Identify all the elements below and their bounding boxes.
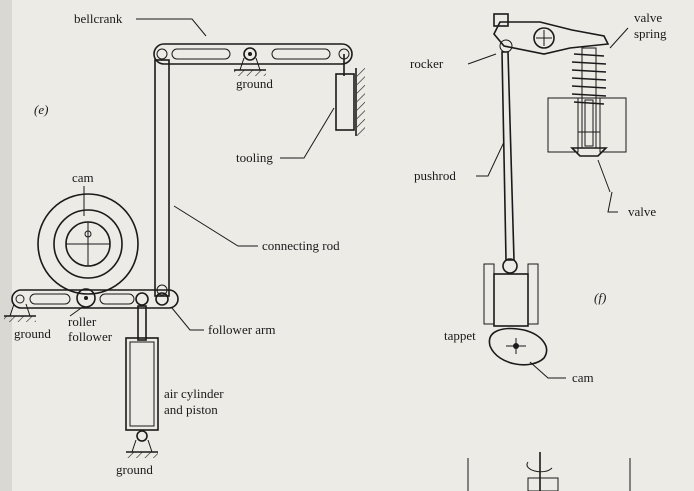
leader-valve-head bbox=[597, 159, 611, 193]
label-cam-right: cam bbox=[572, 370, 594, 385]
label-rocker: rocker bbox=[410, 56, 444, 71]
valve bbox=[570, 99, 608, 157]
cam-right bbox=[488, 327, 548, 366]
leader-rocker bbox=[467, 53, 497, 65]
label-f: (f) bbox=[594, 290, 606, 305]
tappet bbox=[483, 263, 539, 327]
tooling bbox=[335, 54, 365, 136]
label-tooling: tooling bbox=[236, 150, 273, 165]
leader-pushrod bbox=[476, 141, 505, 177]
cam-left bbox=[37, 193, 139, 295]
leader-valve bbox=[607, 191, 618, 213]
label-cam-left: cam bbox=[72, 170, 94, 185]
ground-left bbox=[4, 303, 36, 322]
label-ground-bottom: ground bbox=[116, 462, 153, 477]
label-follower-arm: follower arm bbox=[208, 322, 276, 337]
partial-figure-bottom bbox=[467, 452, 631, 491]
label-e: (e) bbox=[34, 102, 48, 117]
label-valve-spring-1: valve bbox=[634, 10, 662, 25]
label-valve: valve bbox=[628, 204, 656, 219]
label-ground-left: ground bbox=[14, 326, 51, 341]
ground-hatch-top bbox=[234, 70, 266, 76]
rocker bbox=[493, 13, 610, 55]
label-tappet: tappet bbox=[444, 328, 476, 343]
leader-follower-arm bbox=[171, 307, 204, 331]
leader-roller bbox=[69, 305, 85, 317]
leader-cam-right bbox=[529, 361, 566, 379]
label-follower: follower bbox=[68, 329, 113, 344]
leader-tooling bbox=[280, 107, 335, 159]
label-roller: roller bbox=[68, 314, 97, 329]
label-bellcrank: bellcrank bbox=[74, 11, 123, 26]
label-air-cylinder: air cylinder bbox=[164, 386, 224, 401]
label-and-piston: and piston bbox=[164, 402, 218, 417]
bellcrank bbox=[153, 43, 353, 65]
leader-connecting-rod bbox=[173, 205, 258, 247]
leader-valve-spring bbox=[609, 27, 629, 49]
label-connecting-rod: connecting rod bbox=[262, 238, 340, 253]
label-ground-top: ground bbox=[236, 76, 273, 91]
air-cylinder bbox=[125, 305, 159, 458]
follower-arm bbox=[11, 289, 179, 309]
bellcrank-pivot bbox=[234, 47, 266, 76]
leader-bellcrank bbox=[136, 18, 207, 37]
page-shadow bbox=[0, 0, 12, 491]
pushrod bbox=[499, 39, 518, 274]
label-pushrod: pushrod bbox=[414, 168, 456, 183]
label-valve-spring-2: spring bbox=[634, 26, 667, 41]
roller-follower bbox=[76, 288, 96, 308]
valve-guide bbox=[547, 97, 627, 153]
